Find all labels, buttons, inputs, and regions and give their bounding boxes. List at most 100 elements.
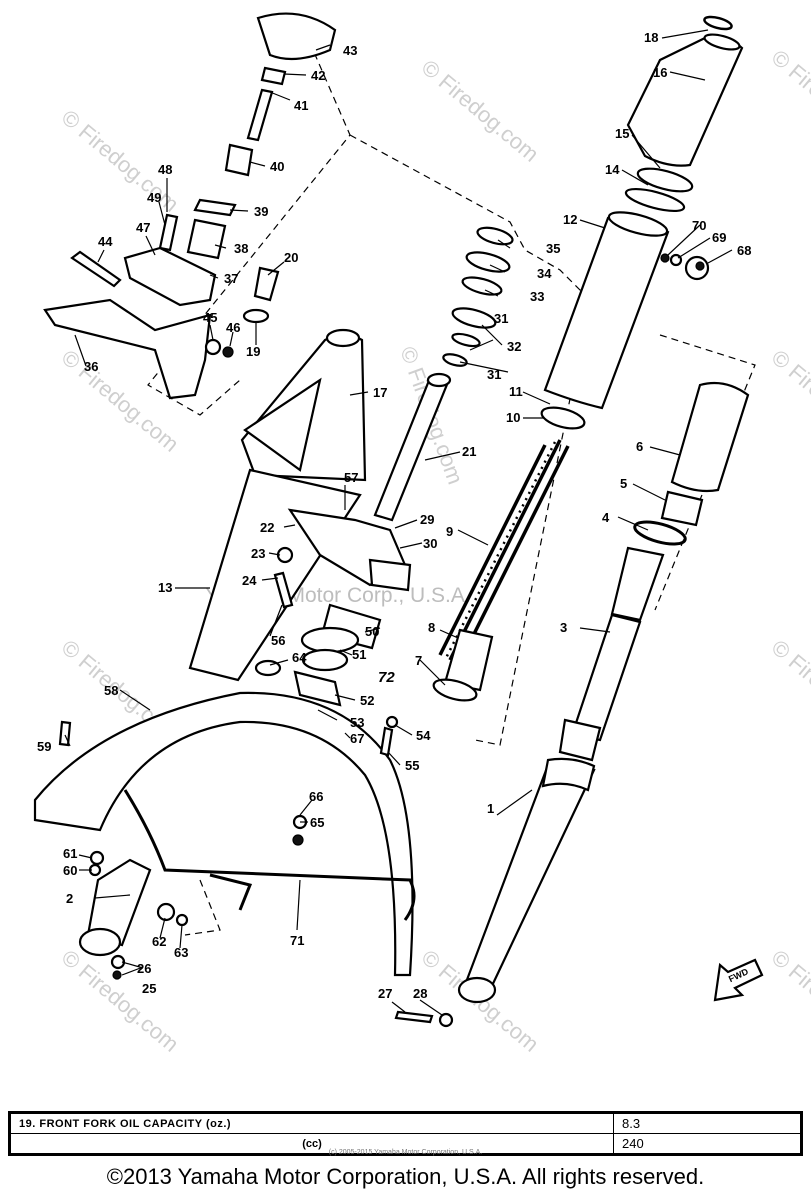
part-label: 2 [66, 891, 73, 906]
part-36-lower-bracket [43, 298, 212, 400]
part-label: 45 [203, 310, 217, 325]
part-4-ring [633, 520, 687, 546]
part-label: 25 [142, 981, 156, 996]
part-label: 64 [292, 650, 307, 665]
part-68-grommet [684, 255, 710, 281]
part-label: 31 [487, 367, 501, 382]
oil-capacity-table: 19. FRONT FORK OIL CAPACITY (oz.) 8.3 (c… [8, 1111, 803, 1156]
part-label: 47 [136, 220, 150, 235]
spring-group-outline [349, 134, 591, 746]
part-label: 61 [63, 846, 77, 861]
part-9-spring [438, 439, 570, 667]
part-38-nut [186, 218, 227, 260]
part-37-clamp [123, 246, 217, 307]
part-label: 14 [605, 162, 620, 177]
part-16-headlight-bracket [626, 33, 744, 167]
part-label: 50 [365, 624, 379, 639]
group-outlines [147, 19, 756, 936]
part-label: 66 [309, 789, 323, 804]
part-12-upper-cover [543, 211, 670, 410]
part-label: 7 [415, 653, 422, 668]
part-label: 20 [284, 250, 298, 265]
part-label: 67 [350, 731, 364, 746]
part-44-bolt [70, 250, 122, 288]
part-label: 48 [158, 162, 172, 177]
part-label: 33 [530, 289, 544, 304]
part-label: 59 [37, 739, 51, 754]
part-tube-upper [610, 546, 665, 622]
part-label: 28 [413, 986, 427, 1001]
part-label: 1 [487, 801, 494, 816]
part-label: 22 [260, 520, 274, 535]
part-label: 39 [254, 204, 268, 219]
part-label: 43 [343, 43, 357, 58]
part-label: 15 [615, 126, 629, 141]
part-50-51-cup [300, 603, 382, 672]
part-39-washer [193, 198, 237, 217]
part-label: 6 [636, 439, 643, 454]
part-label: 17 [373, 385, 387, 400]
part-42-washer [260, 66, 287, 86]
leader-lines [64, 29, 733, 1016]
part-label: 29 [420, 512, 434, 527]
part-22-30-bracket [287, 508, 412, 592]
part-5-bushing [660, 490, 704, 527]
part-17-cover-bracket [240, 328, 367, 482]
part-2-lower-leg [78, 858, 152, 957]
part-label: 19 [246, 344, 260, 359]
part-label: 54 [416, 728, 431, 743]
part-label: 63 [174, 945, 188, 960]
part-label: 52 [360, 693, 374, 708]
watermark-text: © Firedog.com [417, 55, 544, 167]
part-label: 23 [251, 546, 265, 561]
part-label: 12 [563, 212, 577, 227]
part-label: 27 [378, 986, 392, 1001]
part-20-bolt [253, 266, 280, 302]
table-value-cc: 240 [613, 1133, 802, 1155]
part-label: 31 [494, 311, 508, 326]
copyright-text: ©2013 Yamaha Motor Corporation, U.S.A. A… [106, 1164, 705, 1189]
part-label: 38 [234, 241, 248, 256]
part-3-inner-tube [558, 613, 642, 762]
part-6-cover [670, 381, 750, 493]
table-item-label: 19. FRONT FORK OIL CAPACITY (oz.) [9, 1112, 614, 1134]
part-52-fitting [293, 670, 342, 707]
exploded-parts-diagram: © Firedog.com © Firedog.com © Firedog.co… [33, 12, 811, 1057]
part-24-bolt [273, 571, 294, 609]
part-label: 69 [712, 230, 726, 245]
part-label: 40 [270, 159, 284, 174]
part-label: 36 [84, 359, 98, 374]
watermark-text: © Firedog.com [767, 345, 811, 457]
part-label: 34 [537, 266, 552, 281]
part-label: 72 [378, 669, 395, 686]
part-label: 13 [158, 580, 172, 595]
part-label: 65 [310, 815, 324, 830]
part-label: 4 [602, 510, 610, 525]
part-label: 56 [271, 633, 285, 648]
part-label: 71 [290, 933, 304, 948]
part-label: 46 [226, 320, 240, 335]
part-label: 26 [137, 961, 151, 976]
part-43-damper-knob [256, 12, 337, 61]
fasteners [58, 253, 683, 1028]
part-71-fender-stay [123, 789, 416, 921]
part-label: 3 [560, 620, 567, 635]
part-label: 16 [653, 65, 667, 80]
forward-arrow-icon: FWD [713, 958, 764, 1002]
part-10-seat [540, 406, 586, 430]
part-14-washer [624, 187, 686, 213]
table-unit-label: (cc) [9, 1133, 614, 1155]
watermark-text: © Firedog.com [767, 945, 811, 1057]
part-label: 57 [344, 470, 358, 485]
part-label: 32 [507, 339, 521, 354]
part-label: 18 [644, 30, 658, 45]
part-label: 8 [428, 620, 435, 635]
part-15-seal [636, 167, 694, 193]
watermark-text: © Firedog.com [767, 45, 811, 157]
part-label: 41 [294, 98, 308, 113]
part-label: 30 [423, 536, 437, 551]
part-7-8-lower-seat [432, 628, 494, 702]
part-label: 5 [620, 476, 627, 491]
part-1-outer-tube [457, 757, 596, 1004]
fine-print: (c) 2005-2015 Yamaha Motor Corporation, … [328, 1149, 483, 1156]
